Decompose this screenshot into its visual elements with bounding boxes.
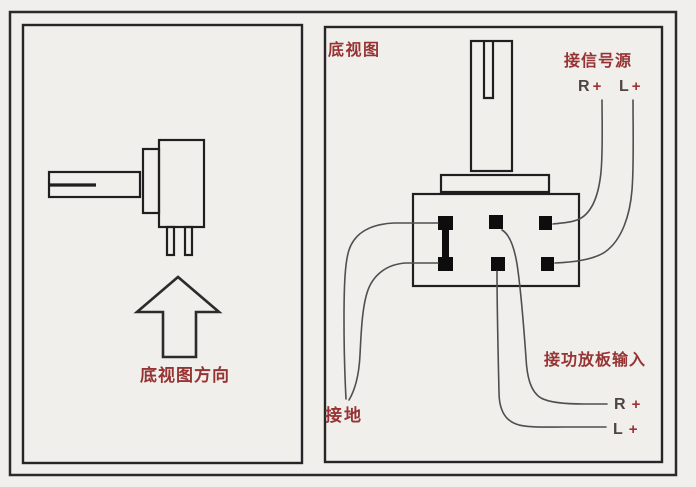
bottom-view-title: 底视图 xyxy=(328,42,381,59)
signal-l-plus: + xyxy=(631,78,641,95)
amp-r-letter: R xyxy=(614,396,626,413)
shaft-side xyxy=(47,170,142,199)
pin-bottom-right xyxy=(541,257,554,271)
right-panel-frame xyxy=(323,25,664,464)
pin-side-right xyxy=(183,225,194,257)
shaft-bottom xyxy=(469,39,514,173)
potentiometer-side-view-icon xyxy=(47,138,206,257)
pin-top-left xyxy=(438,216,453,230)
left-panel-frame xyxy=(21,23,304,465)
signal-l-letter: L xyxy=(619,78,629,95)
potentiometer-bottom-view-icon xyxy=(411,39,581,288)
amp-input-heading: 接功放板输入 xyxy=(544,352,647,369)
pin-top-middle xyxy=(489,215,503,229)
pot-body-side xyxy=(157,138,206,229)
bottom-view-direction-label: 底视图方向 xyxy=(140,366,230,385)
direction-arrow-icon xyxy=(133,275,223,359)
wire-amp-l xyxy=(496,270,607,428)
pin-top-right xyxy=(539,216,552,230)
signal-source-heading: 接信号源 xyxy=(564,53,633,70)
signal-l-label: L+ xyxy=(619,79,641,95)
wire-ground-top xyxy=(343,222,439,400)
pin-side-left xyxy=(165,225,176,257)
collar-plate xyxy=(439,173,551,194)
amp-l-letter: L xyxy=(613,421,623,438)
wire-signal-l xyxy=(554,99,635,264)
signal-r-label: R+ xyxy=(578,79,601,95)
pin-bottom-middle xyxy=(491,257,505,271)
pin-group xyxy=(438,215,554,271)
pin-bottom-left xyxy=(438,257,453,271)
amp-r-label: R+ xyxy=(614,397,640,413)
signal-r-plus: + xyxy=(592,78,602,95)
signal-r-letter: R xyxy=(578,78,590,95)
amp-l-label: L+ xyxy=(613,422,638,438)
ground-label: 接地 xyxy=(325,406,363,425)
amp-l-plus: + xyxy=(628,421,638,438)
wire-group xyxy=(343,99,635,428)
wire-amp-r xyxy=(501,229,608,405)
amp-r-plus: + xyxy=(631,396,641,413)
ground-jumper-bar xyxy=(442,230,449,257)
wire-ground-bottom xyxy=(348,262,439,401)
shaft-slot xyxy=(482,42,495,100)
outer-border xyxy=(8,10,678,477)
wire-signal-r xyxy=(552,99,604,225)
bushing xyxy=(141,147,161,215)
pot-body-bottom xyxy=(411,192,581,288)
